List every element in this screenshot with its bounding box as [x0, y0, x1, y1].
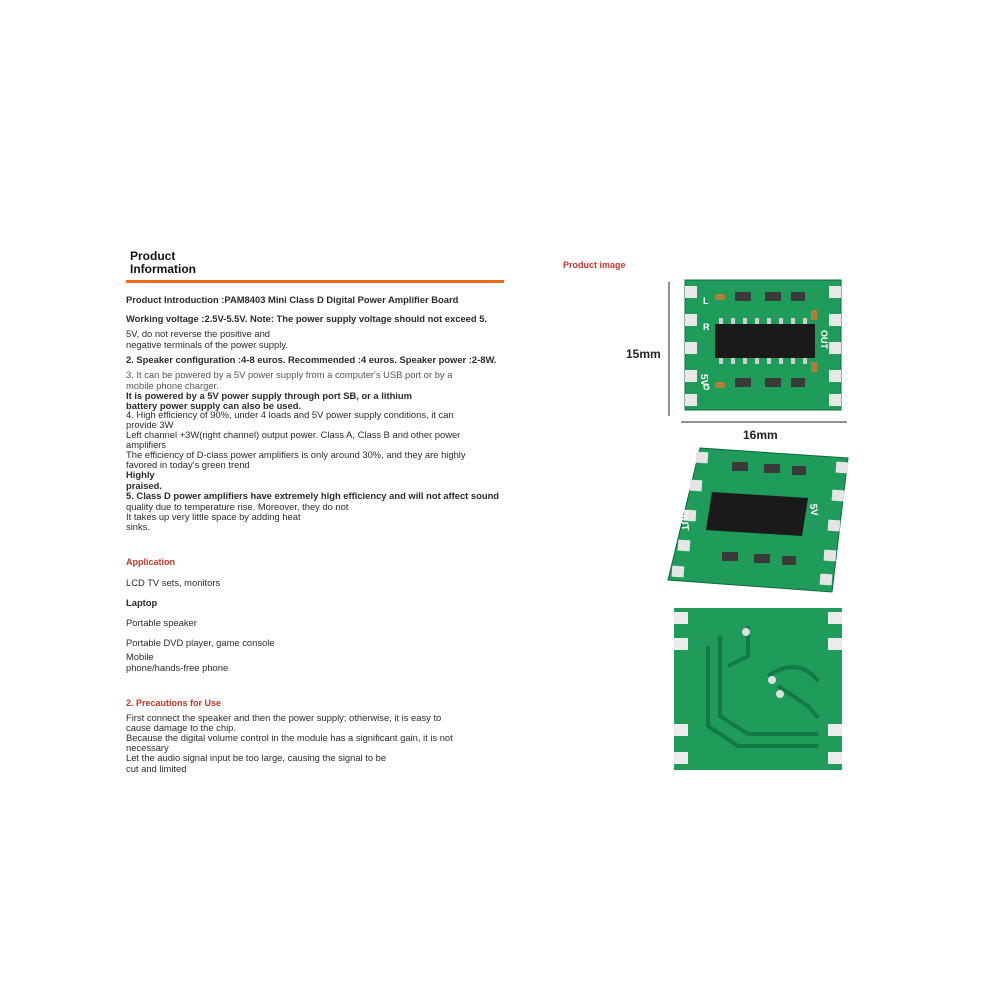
- solder-pad: [829, 314, 841, 326]
- p3-line-1: 3. It can be powered by a 5V power suppl…: [126, 369, 453, 380]
- precaution-line-2: cause damage to the chip.: [126, 722, 236, 733]
- silkscreen-out: OUT: [677, 509, 690, 531]
- silkscreen-g: G: [703, 382, 710, 392]
- p4-line-6: favored in today's green trend: [126, 459, 250, 470]
- silkscreen-out: OUT: [819, 330, 829, 350]
- solder-pad: [829, 342, 841, 354]
- voltage-line-1: Working voltage :2.5V-5.5V. Note: The po…: [126, 313, 488, 324]
- p5-line-1: 5. Class D power amplifiers have extreme…: [126, 490, 500, 501]
- solder-pad: [829, 286, 841, 298]
- silkscreen-5v: 5V: [807, 503, 819, 517]
- precaution-line-5: Let the audio signal input be too large,…: [126, 752, 387, 763]
- intro-text: Product Introduction :PAM8403 Mini Class…: [126, 294, 459, 305]
- p4-line-8: praised.: [126, 480, 162, 491]
- ic-chip: [706, 492, 808, 536]
- section-title-product-information: Product Information: [130, 250, 250, 276]
- application-item: Laptop: [126, 597, 158, 608]
- silkscreen-5v: 5V: [698, 374, 709, 387]
- p4-line-2: provide 3W: [126, 419, 174, 430]
- application-item: Portable DVD player, game console: [126, 637, 275, 648]
- silkscreen-r: R: [703, 322, 710, 332]
- precaution-line-1: First connect the speaker and then the p…: [126, 712, 442, 723]
- p3-line-3: It is powered by a 5V power supply throu…: [126, 390, 412, 401]
- p5-line-4: sinks.: [126, 521, 150, 532]
- solder-pad: [685, 394, 697, 406]
- p4-line-4: amplifiers: [126, 439, 167, 450]
- application-title: Application: [126, 557, 175, 567]
- pcb-trace: [776, 684, 820, 720]
- application-item: Mobile: [126, 651, 154, 662]
- p4-line-7: Highly: [126, 469, 155, 480]
- orange-divider: [126, 280, 504, 283]
- solder-pad: [685, 314, 697, 326]
- application-item: Portable speaker: [126, 617, 197, 628]
- voltage-line-2: 5V, do not reverse the positive and: [126, 328, 271, 339]
- precaution-line-6: cut and limited: [126, 763, 187, 774]
- pcb-trace: [706, 646, 818, 748]
- solder-pad: [685, 370, 697, 382]
- precaution-line-3: Because the digital volume control in th…: [126, 732, 453, 743]
- height-dimension-label: 15mm: [626, 347, 661, 361]
- board-angled-view: OUT 5V: [667, 447, 849, 593]
- p3-line-4: battery power supply can also be used.: [126, 400, 302, 411]
- via: [768, 676, 776, 684]
- solder-pad: [685, 286, 697, 298]
- silkscreen-l: L: [703, 296, 709, 306]
- solder-pad: [685, 342, 697, 354]
- ic-chip: [715, 324, 815, 358]
- p3-line-2: mobile phone charger.: [126, 380, 219, 391]
- p5-line-3: It takes up very little space by adding …: [126, 511, 301, 522]
- board-top-view: 5V OUT R L G: [668, 279, 847, 423]
- pcb-board: [674, 608, 842, 770]
- pcb-trace: [727, 626, 750, 668]
- via: [776, 690, 784, 698]
- via: [742, 628, 750, 636]
- precautions-title: 2. Precautions for Use: [126, 698, 222, 708]
- pcb-trace: [766, 665, 820, 683]
- solder-pad: [829, 370, 841, 382]
- p4-line-3: Left channel +3W(right channel) output p…: [126, 429, 461, 440]
- voltage-line-3: negative terminals of the power supply.: [126, 339, 288, 350]
- solder-pad: [829, 394, 841, 406]
- application-item: phone/hands-free phone: [126, 662, 229, 673]
- product-image-label: Product image: [563, 260, 626, 270]
- p4-line-5: The efficiency of D-class power amplifie…: [126, 449, 466, 460]
- title-line-1: Product: [130, 249, 176, 263]
- board-bottom-view: [674, 608, 842, 770]
- title-line-2: Information: [130, 262, 196, 276]
- speaker-config: 2. Speaker configuration :4-8 euros. Rec…: [126, 354, 497, 365]
- p4-line-1: 4. High efficiency of 90%, under 4 loads…: [126, 409, 454, 420]
- width-dimension-label: 16mm: [743, 428, 778, 442]
- precaution-line-4: necessary: [126, 742, 169, 753]
- p5-line-2: quality due to temperature rise. Moreove…: [126, 501, 349, 512]
- pcb-trace: [718, 636, 818, 736]
- application-item: LCD TV sets, monitors: [126, 577, 221, 588]
